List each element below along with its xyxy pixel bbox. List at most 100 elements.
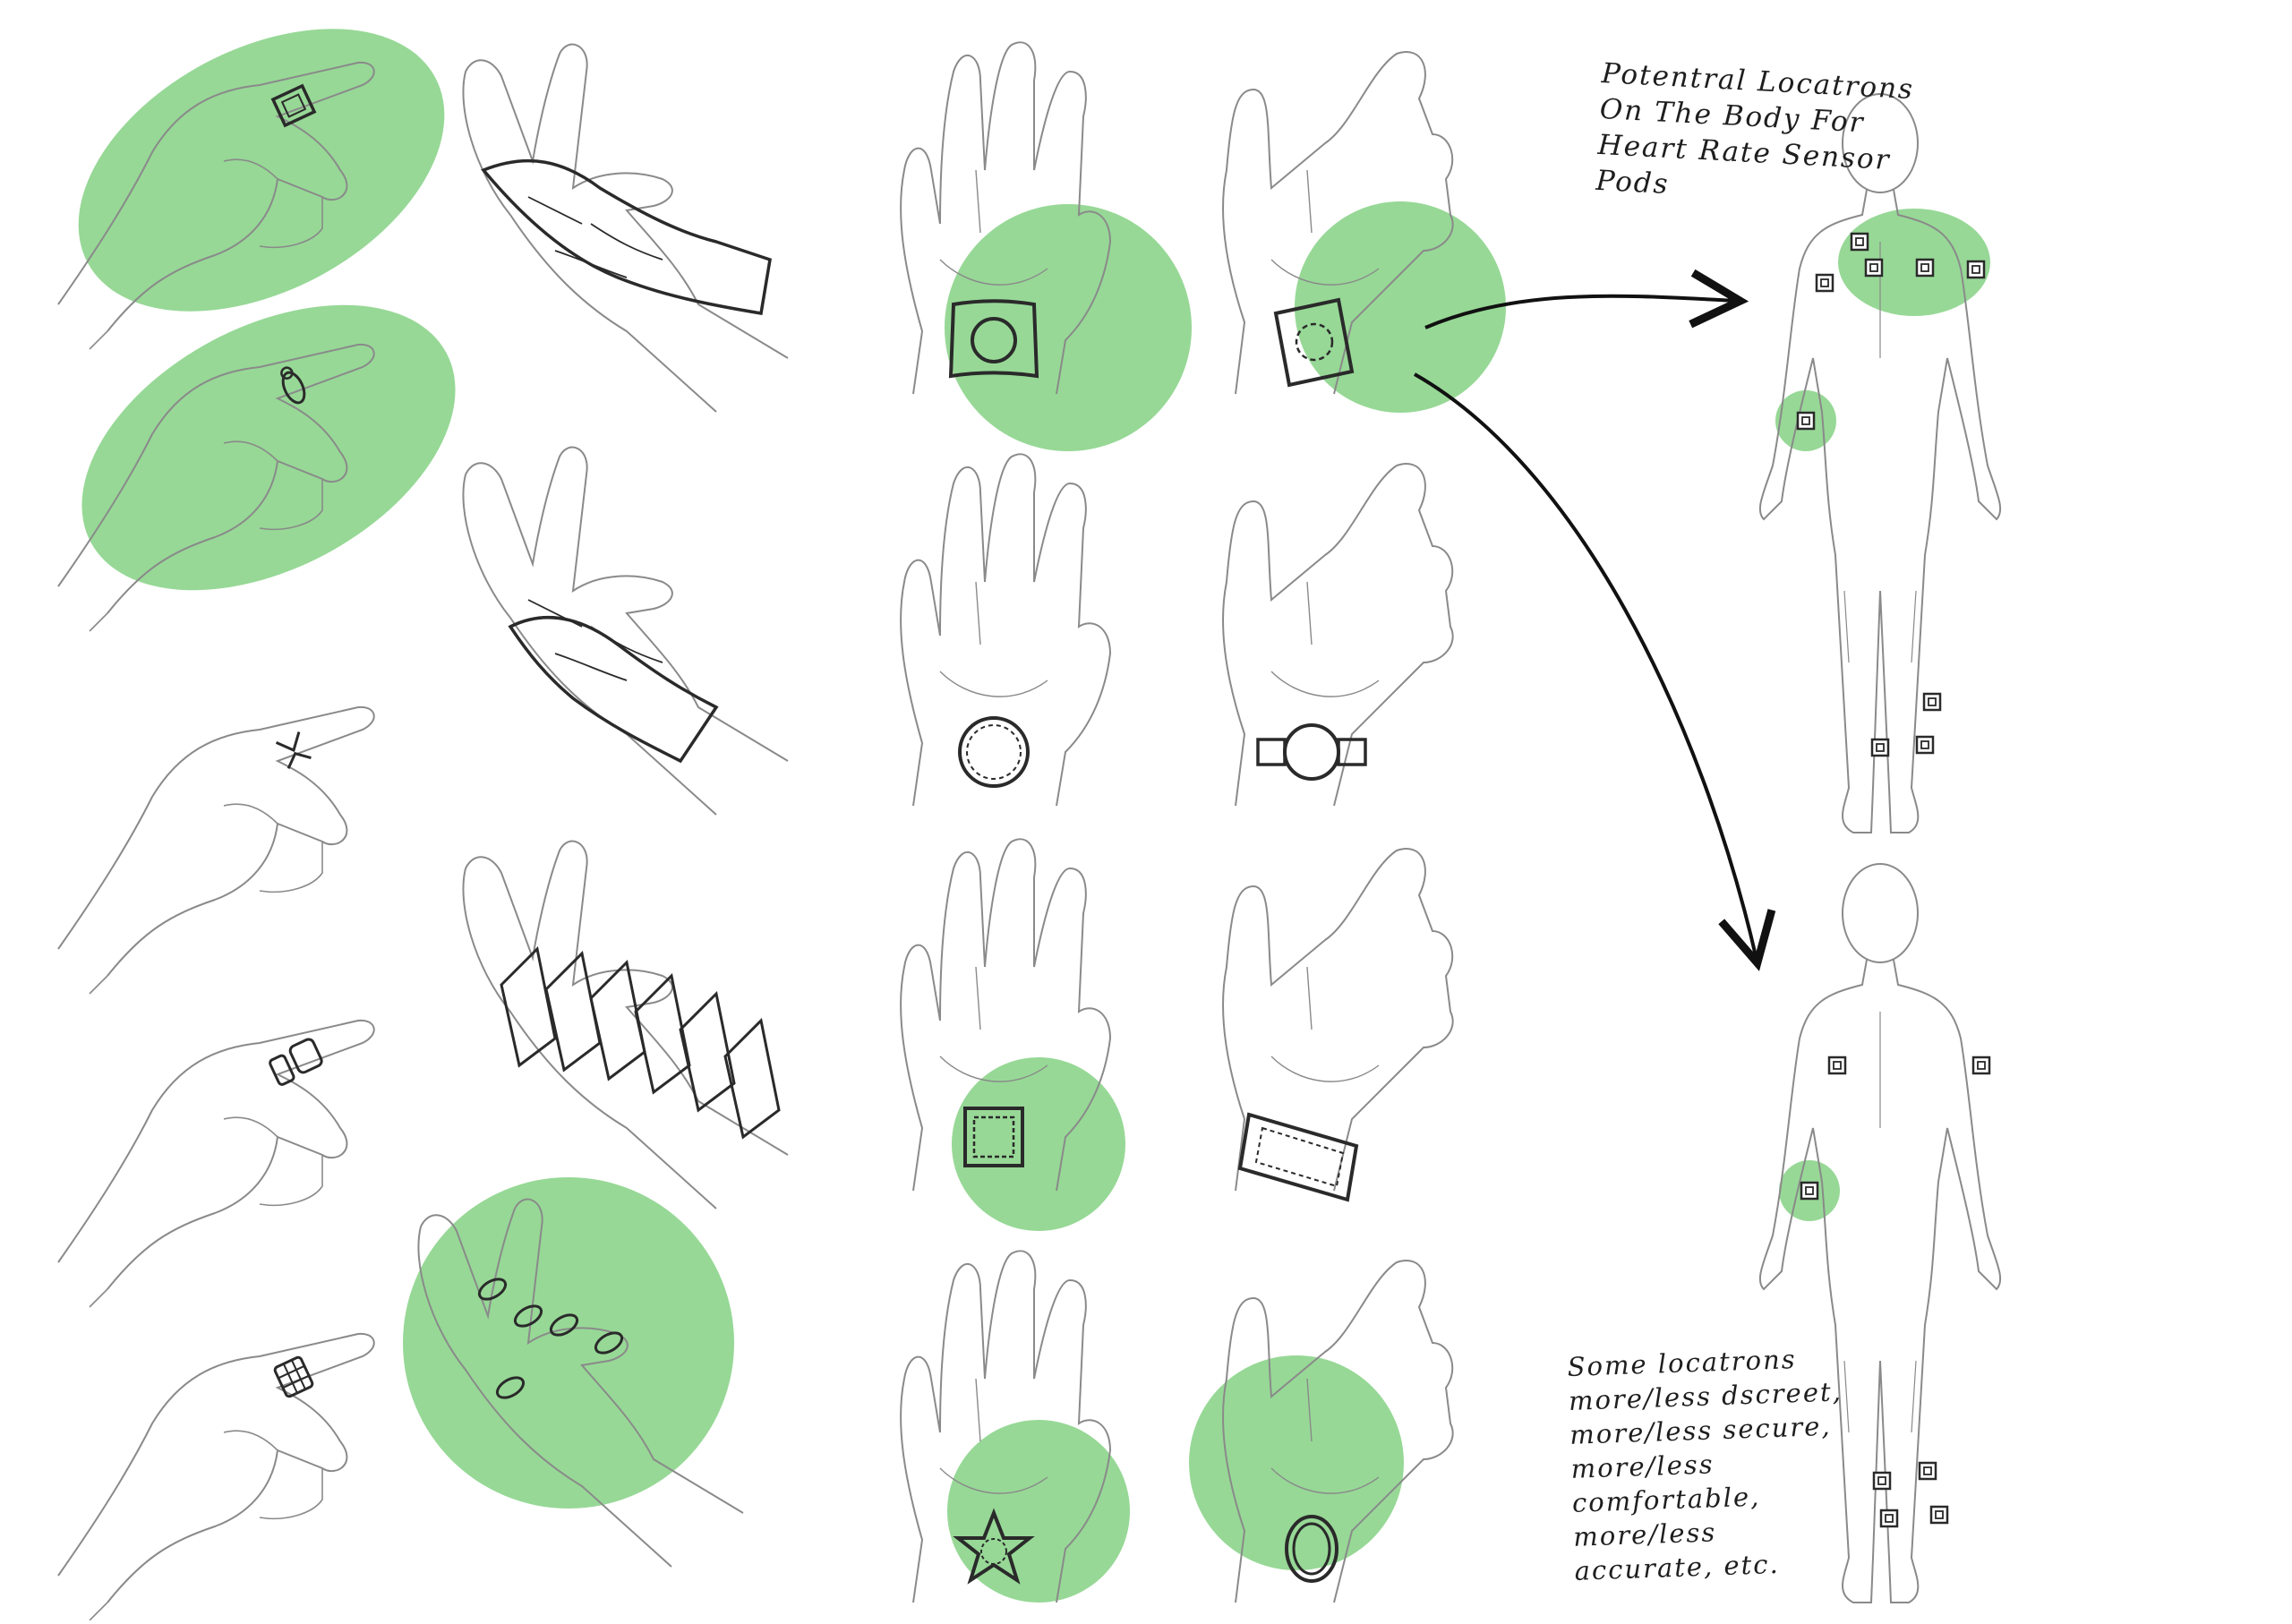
- open-palm-outline: [900, 453, 1112, 807]
- wrist-sketch-1: [900, 41, 1112, 395]
- wrist-highlight-1: [945, 204, 1192, 451]
- wrist-sketch-5: [900, 838, 1112, 1192]
- wrist-sketch-7: [900, 1250, 1112, 1603]
- side-palm-outline: [1222, 1260, 1454, 1603]
- hand-detail-lines: [89, 1116, 323, 1308]
- back-pod-marker-2: [1971, 1056, 1991, 1075]
- back-pod-marker-5: [1872, 1471, 1892, 1491]
- palm-crease-lines: [939, 1378, 1048, 1494]
- wrist-highlight-2: [1295, 201, 1506, 413]
- half-glove-icon: [508, 615, 719, 764]
- thin-band-ring-icon: [280, 366, 306, 405]
- hand-outline: [465, 446, 789, 762]
- pointing-hand-outline: [57, 61, 375, 332]
- palm-crease-lines: [1270, 1378, 1380, 1494]
- round-watch-face-icon: [958, 716, 1030, 788]
- palm-crease-lines: [939, 966, 1048, 1082]
- front-pod-marker-5: [1966, 260, 1986, 279]
- pointing-hand-outline: [57, 1332, 375, 1603]
- ring-sketch-1: [57, 61, 375, 350]
- wrist-sketch-6: [1222, 848, 1454, 1202]
- cuff-band-icon: [1237, 1112, 1359, 1202]
- hand-outline: [465, 840, 789, 1156]
- fingerless-glove-icon: [481, 158, 772, 316]
- square-pod-icon: [963, 1107, 1024, 1167]
- arrow-to-front-figure: [1424, 269, 1749, 329]
- body-contour-lines: [1843, 1012, 1917, 1433]
- arrow-to-back-figure: [1414, 372, 1776, 971]
- double-band-ring-icon: [269, 1038, 323, 1086]
- ring-highlight-2: [81, 304, 456, 591]
- front-pod-marker-1: [1850, 232, 1869, 252]
- ring-sketch-5: [57, 1332, 375, 1621]
- square-patch-pod-icon: [948, 299, 1039, 379]
- front-chest-highlight: [1838, 209, 1990, 316]
- side-palm-outline: [1222, 51, 1454, 395]
- body-outline: [1758, 959, 2002, 1603]
- back-pod-marker-7: [1879, 1509, 1899, 1528]
- glove-sketch-2: [462, 446, 789, 816]
- front-pod-marker-6: [1796, 411, 1816, 431]
- front-pod-marker-3: [1915, 258, 1935, 278]
- pointing-hand-outline: [57, 705, 375, 977]
- ring-sketch-3: [57, 705, 375, 995]
- ring-highlight-1: [78, 29, 445, 312]
- oval-pod-icon: [1285, 1515, 1338, 1583]
- round-watch-band-icon: [1256, 723, 1367, 781]
- hand-detail-lines: [89, 440, 323, 632]
- palm-outline: [417, 1226, 672, 1568]
- wrist-sketch-2: [1222, 51, 1454, 395]
- angled-patch-pod-icon: [1273, 297, 1355, 388]
- ring-sketch-4: [57, 1019, 375, 1308]
- wrist-sketch-3: [900, 453, 1112, 807]
- back-pod-marker-3: [1800, 1181, 1819, 1201]
- back-pod-marker-4: [1918, 1461, 1937, 1481]
- body-figure-front: [1758, 93, 2002, 833]
- pointing-hand-outline: [57, 1019, 375, 1290]
- wrap-bandage-icon: [500, 945, 781, 1140]
- front-pod-marker-4: [1815, 273, 1834, 293]
- pointing-hand-outline: [57, 343, 375, 614]
- front-pod-marker-7: [1922, 692, 1942, 712]
- glove-sketch-1: [462, 43, 789, 413]
- palm-outline: [462, 868, 717, 1209]
- hand-detail-lines: [89, 158, 323, 350]
- wrist-highlight-8: [1189, 1355, 1404, 1570]
- chevron-ring-icon: [275, 731, 312, 770]
- front-pod-marker-2: [1864, 258, 1884, 278]
- grid-band-ring-icon: [273, 1355, 314, 1398]
- open-palm-outline: [900, 1250, 1112, 1603]
- square-signet-ring-icon: [270, 83, 317, 128]
- glove-sketch-3: [462, 840, 789, 1209]
- palm-outline: [462, 474, 717, 816]
- wrist-highlight-7: [947, 1420, 1130, 1603]
- side-palm-outline: [1222, 463, 1454, 807]
- palm-crease-lines: [939, 169, 1048, 286]
- open-palm-outline: [900, 41, 1112, 395]
- palm-outline: [462, 71, 717, 413]
- connector-arrows: [1414, 269, 1776, 971]
- back-pod-marker-6: [1929, 1505, 1949, 1525]
- palm-crease-lines: [1270, 581, 1380, 697]
- glove-sketch-4: [417, 1198, 744, 1568]
- title-note: Potentral Locatrons On The Body For Hear…: [1595, 56, 1915, 201]
- ring-sketch-2: [57, 343, 375, 632]
- wrist-sketch-8: [1222, 1260, 1454, 1603]
- open-palm-outline: [900, 838, 1112, 1192]
- palm-crease-lines: [939, 581, 1048, 697]
- multi-ring-hand-icon: [477, 1278, 624, 1399]
- front-pod-marker-8: [1915, 735, 1935, 755]
- front-pod-marker-9: [1870, 738, 1890, 757]
- hand-outline: [420, 1198, 744, 1514]
- head-outline: [1842, 863, 1919, 963]
- fabric-fold-lines: [527, 599, 663, 681]
- head-outline: [1842, 93, 1919, 193]
- body-figure-back: [1758, 863, 2002, 1603]
- side-palm-outline: [1222, 848, 1454, 1192]
- palm-crease-lines: [1270, 169, 1380, 286]
- fabric-fold-lines: [527, 196, 663, 278]
- wrist-highlight-5: [952, 1057, 1125, 1231]
- glove-highlight-4: [403, 1177, 734, 1509]
